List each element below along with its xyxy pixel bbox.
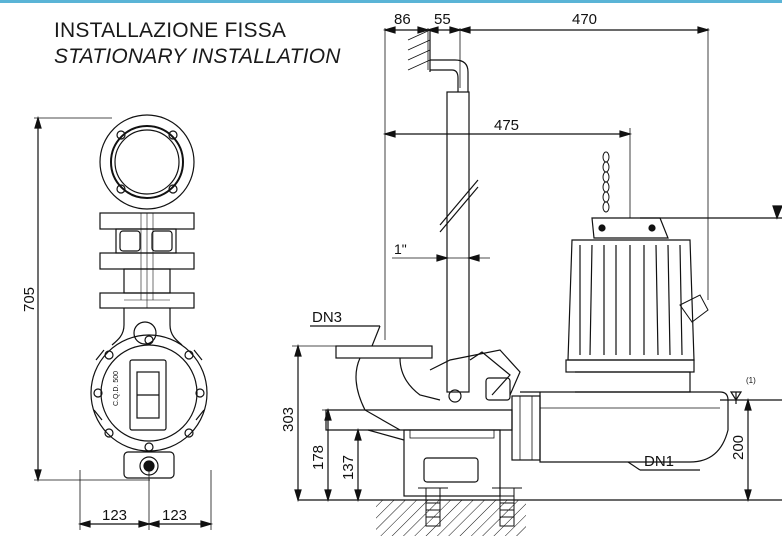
dim-475: 475 bbox=[494, 117, 519, 134]
note-1: (1) bbox=[746, 376, 756, 385]
dim-55: 55 bbox=[434, 11, 451, 28]
dim-470: 470 bbox=[572, 11, 597, 28]
dim-137: 137 bbox=[340, 455, 357, 480]
dn3-flange bbox=[335, 345, 433, 359]
title-english: STATIONARY INSTALLATION bbox=[54, 45, 341, 68]
guide-pipe bbox=[446, 91, 470, 393]
lifting-chain bbox=[602, 151, 610, 213]
dim-123-right: 123 bbox=[162, 507, 187, 524]
dim-1-inch: 1" bbox=[394, 241, 407, 257]
side-view bbox=[292, 26, 782, 536]
dim-123-left: 123 bbox=[102, 507, 127, 524]
discharge-coupling bbox=[90, 334, 208, 452]
front-view bbox=[34, 114, 214, 530]
dim-200: 200 bbox=[730, 435, 747, 460]
dim-303: 303 bbox=[280, 407, 297, 432]
dim-86: 86 bbox=[394, 11, 411, 28]
duck-foot-bend bbox=[325, 345, 521, 497]
pump-motor bbox=[565, 217, 709, 393]
page-title: INSTALLAZIONE FISSA STATIONARY INSTALLAT… bbox=[54, 18, 341, 70]
floor-hatch bbox=[376, 500, 526, 536]
dim-178: 178 bbox=[310, 445, 327, 470]
title-italian: INSTALLAZIONE FISSA bbox=[54, 19, 287, 42]
label-dn1: DN1 bbox=[644, 453, 674, 470]
coupling-marking: C.Q.D. 500 bbox=[113, 371, 120, 406]
outlet-flange bbox=[99, 114, 195, 210]
top-accent-line bbox=[0, 0, 782, 3]
dim-705: 705 bbox=[21, 287, 38, 312]
label-dn3: DN3 bbox=[312, 309, 342, 326]
